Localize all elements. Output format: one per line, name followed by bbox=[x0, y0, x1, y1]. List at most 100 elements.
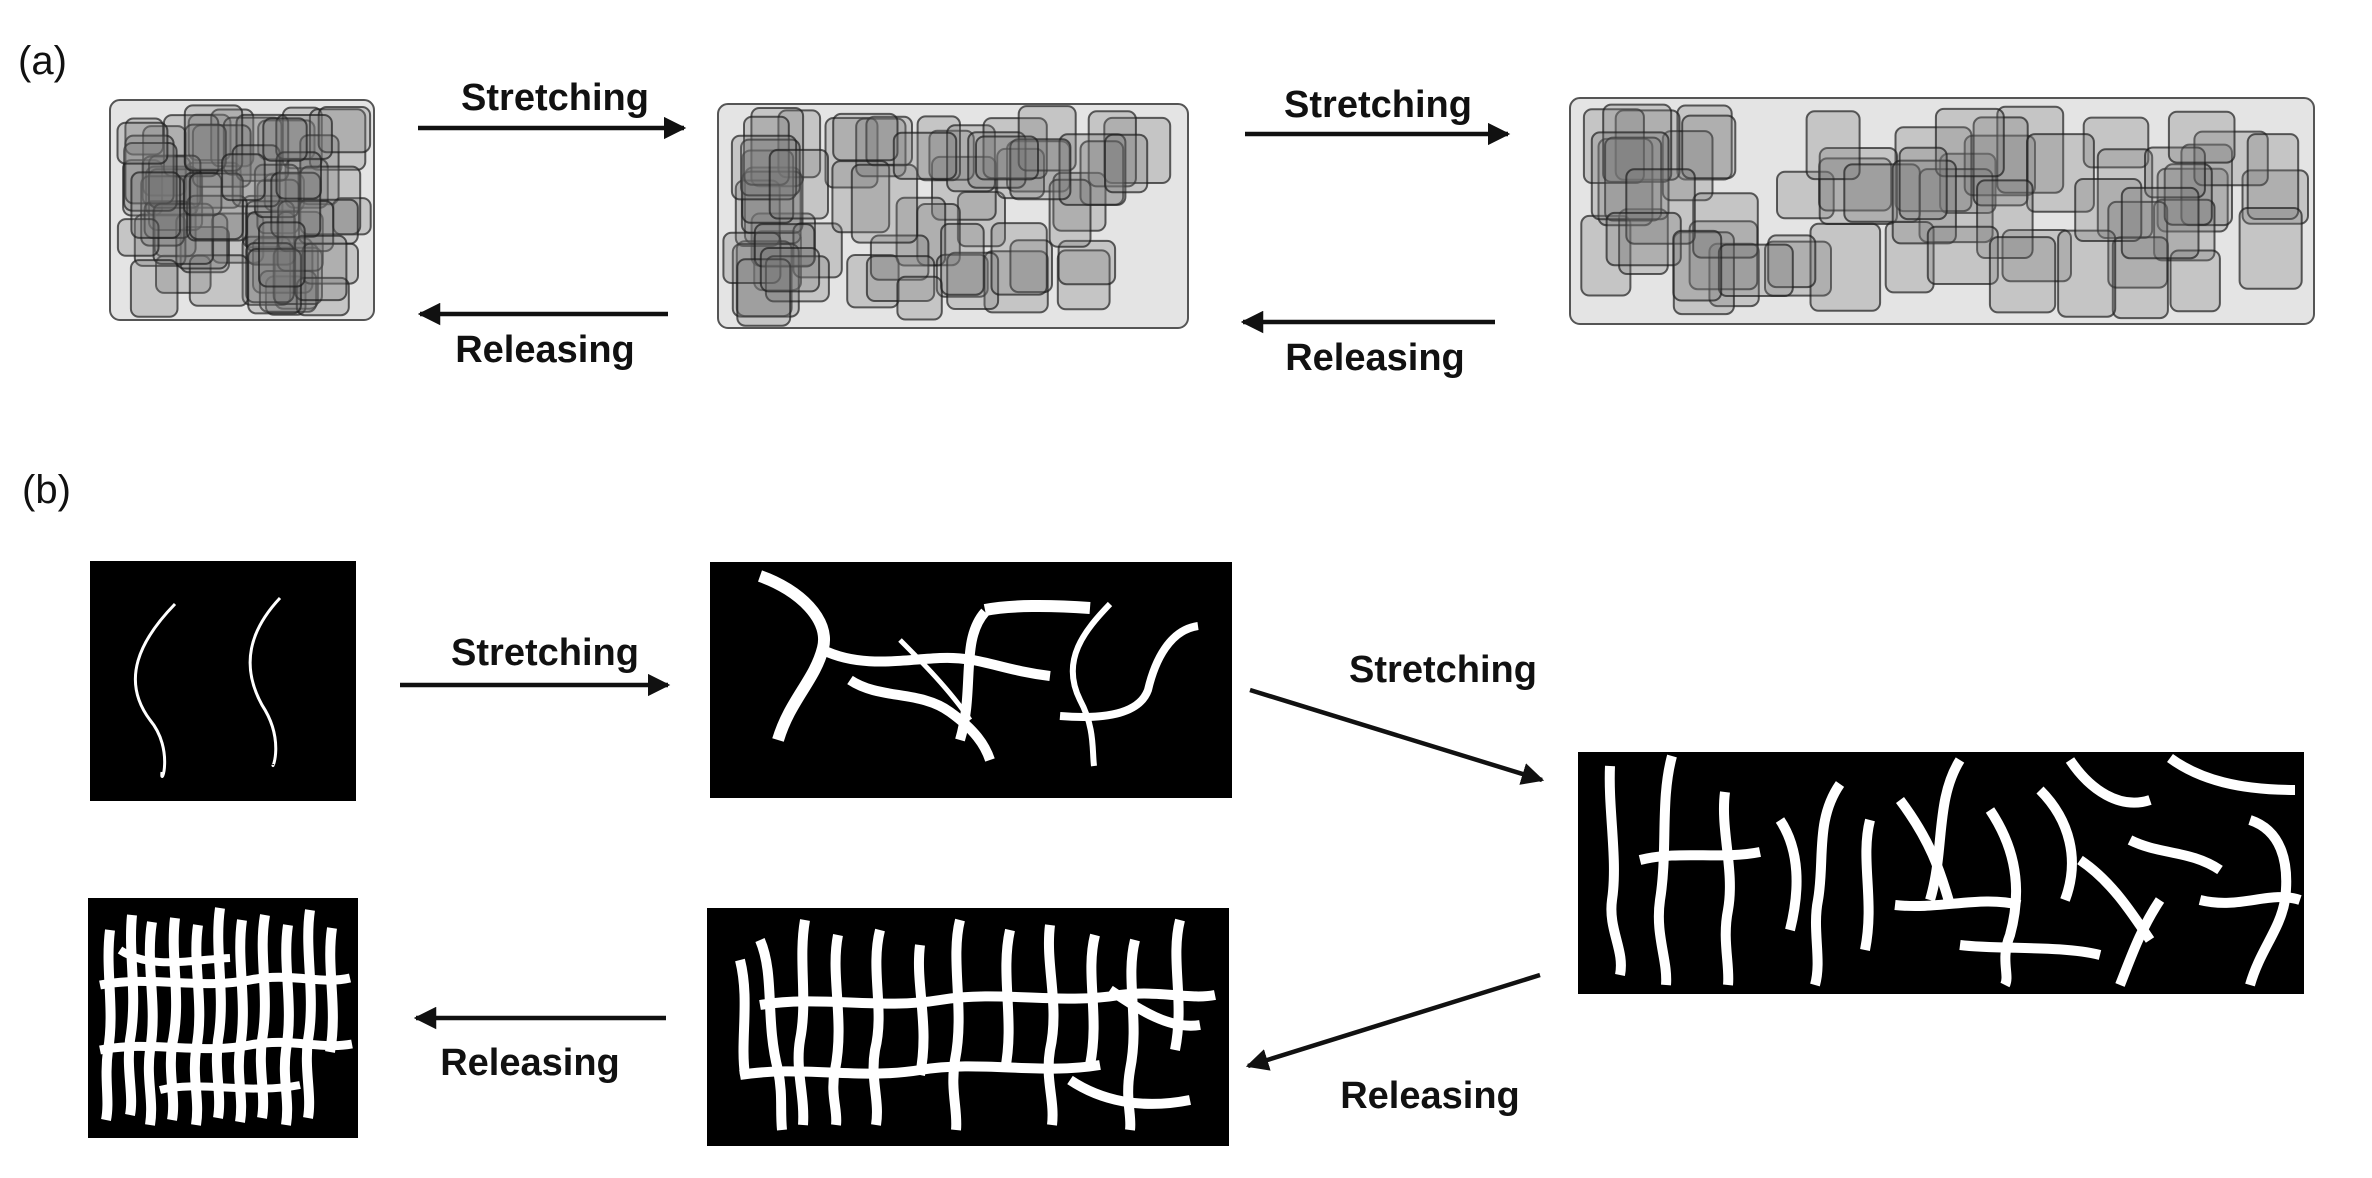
block-cell bbox=[2167, 110, 2236, 164]
block-cell bbox=[1809, 222, 1882, 312]
block-cell bbox=[1988, 236, 2057, 314]
block-cell bbox=[1891, 159, 1957, 245]
block-cell bbox=[832, 112, 899, 162]
block-cell bbox=[896, 275, 943, 321]
block-cell bbox=[2057, 229, 2117, 318]
block-cell bbox=[2026, 133, 2095, 213]
block-cell bbox=[116, 121, 169, 165]
fiber-strands bbox=[757, 570, 1199, 767]
arrow-b-release-2: Releasing bbox=[413, 1006, 666, 1084]
block-cell bbox=[262, 117, 308, 162]
block-cell bbox=[123, 142, 178, 212]
arrow-b-stretch-1: Stretching bbox=[400, 632, 671, 697]
arrow-a-release-1: Releasing bbox=[417, 302, 668, 371]
block-cell bbox=[850, 163, 919, 244]
block-cell bbox=[130, 171, 182, 239]
fiber-network-fully-stretched bbox=[1578, 752, 2304, 994]
block-cell bbox=[1614, 109, 1681, 181]
block-cell bbox=[895, 196, 947, 267]
block-cell bbox=[736, 258, 792, 327]
arrow-b-release-1: Releasing bbox=[1245, 972, 1541, 1117]
block-cell bbox=[2163, 163, 2213, 226]
arrow-label: Releasing bbox=[455, 329, 635, 371]
block-cell bbox=[996, 147, 1046, 200]
block-cell bbox=[940, 222, 985, 296]
block-cell bbox=[892, 131, 958, 180]
panel-a-label: (a) bbox=[18, 39, 67, 83]
block-cell bbox=[1681, 114, 1737, 180]
block-cell bbox=[275, 151, 322, 200]
block-aggregate-compact bbox=[109, 99, 375, 321]
fiber-network-released bbox=[707, 908, 1229, 1146]
block-cell bbox=[1009, 138, 1072, 201]
arrow-label: Releasing bbox=[1285, 337, 1465, 379]
block-cell bbox=[1672, 229, 1723, 302]
block-cell bbox=[2120, 186, 2200, 260]
block-cell bbox=[750, 107, 805, 188]
block-cell bbox=[1676, 104, 1733, 181]
block-cell bbox=[1590, 131, 1670, 221]
block-cell bbox=[186, 194, 248, 242]
arrow-label: Stretching bbox=[1284, 84, 1472, 126]
block-cell bbox=[1602, 103, 1673, 183]
block-cell bbox=[1717, 243, 1794, 298]
block-cell bbox=[301, 242, 359, 285]
block-cell bbox=[2144, 146, 2206, 199]
block-cell bbox=[1056, 249, 1111, 311]
block-cell bbox=[1996, 105, 2065, 194]
fiber-network-compressed bbox=[88, 898, 358, 1138]
block-cell bbox=[730, 134, 798, 201]
block-cell bbox=[1625, 168, 1696, 245]
fiber-network-initial bbox=[90, 561, 356, 801]
block-cell bbox=[1843, 163, 1921, 223]
block-cell bbox=[741, 149, 795, 224]
block-cell bbox=[1057, 239, 1117, 286]
block-cell bbox=[129, 259, 179, 318]
arrow-label: Releasing bbox=[1340, 1075, 1520, 1117]
panel-b-label: (b) bbox=[22, 468, 71, 512]
block-cell bbox=[1805, 110, 1861, 181]
block-cell bbox=[2082, 116, 2150, 169]
block-aggregate-fully-stretched bbox=[1569, 97, 2315, 325]
arrow-a-release-2: Releasing bbox=[1240, 310, 1495, 379]
block-cell bbox=[188, 172, 244, 241]
block-cell bbox=[2238, 207, 2303, 290]
block-cell bbox=[1058, 133, 1127, 206]
arrow-label: Releasing bbox=[440, 1042, 620, 1084]
block-cell bbox=[1604, 136, 1663, 222]
block-cell bbox=[1104, 133, 1149, 194]
arrow-a-stretch-2: Stretching bbox=[1245, 84, 1511, 146]
arrow-a-stretch-1: Stretching bbox=[418, 77, 687, 140]
block-cell bbox=[2246, 133, 2300, 221]
block-cell bbox=[133, 213, 187, 267]
block-aggregate-stretched bbox=[717, 103, 1189, 329]
block-cell bbox=[1688, 220, 1759, 291]
block-cell bbox=[1605, 211, 1682, 267]
arrow-b-stretch-2: Stretching bbox=[1249, 649, 1545, 785]
block-cell bbox=[1582, 108, 1645, 184]
block-cell bbox=[1976, 179, 2034, 259]
block-cell bbox=[759, 247, 821, 293]
fiber-strands bbox=[735, 918, 1216, 1131]
block-cell bbox=[935, 253, 989, 298]
block-cell bbox=[258, 221, 306, 288]
block-cell bbox=[272, 246, 324, 306]
block-cell bbox=[1898, 146, 1948, 221]
block-cell bbox=[1692, 192, 1759, 259]
fiber-strands bbox=[133, 596, 282, 778]
block-cell bbox=[990, 222, 1048, 296]
block-cell bbox=[124, 134, 175, 205]
fiber-network-stretched bbox=[710, 562, 1232, 798]
block-cell bbox=[247, 248, 302, 315]
block-cell bbox=[768, 148, 830, 220]
block-cell bbox=[1934, 107, 2005, 178]
block-cell bbox=[975, 135, 1039, 181]
block-cell bbox=[1767, 234, 1817, 289]
arrow-label: Stretching bbox=[1349, 649, 1537, 691]
block-cell bbox=[1052, 171, 1107, 232]
block-cell bbox=[1009, 239, 1054, 294]
block-cell bbox=[221, 153, 266, 202]
arrow-label: Stretching bbox=[461, 77, 649, 119]
block-cell bbox=[1661, 130, 1714, 202]
